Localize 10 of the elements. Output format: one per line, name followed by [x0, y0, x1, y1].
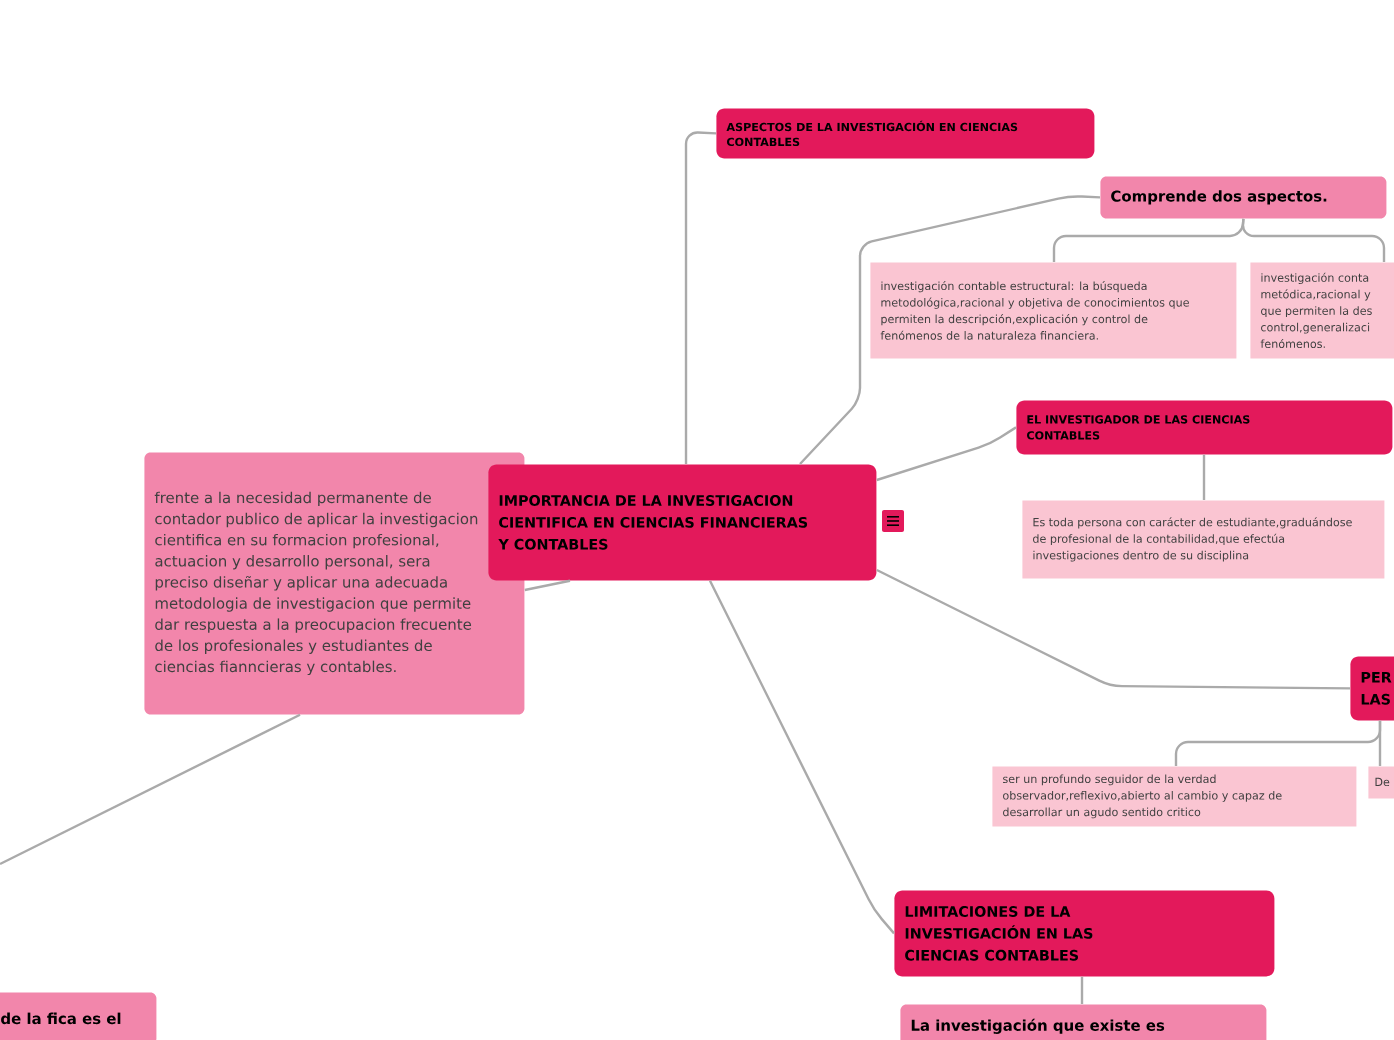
connector-line [799, 195, 1101, 465]
connector-line [876, 568, 1350, 690]
connector-line [708, 580, 895, 935]
connector-line [876, 426, 1017, 482]
connector-line [524, 579, 571, 592]
connector-line [1202, 454, 1206, 500]
connector-line [1080, 976, 1084, 1004]
connector-line [0, 713, 301, 866]
connector-line [1378, 720, 1382, 766]
connector-line [684, 131, 717, 464]
